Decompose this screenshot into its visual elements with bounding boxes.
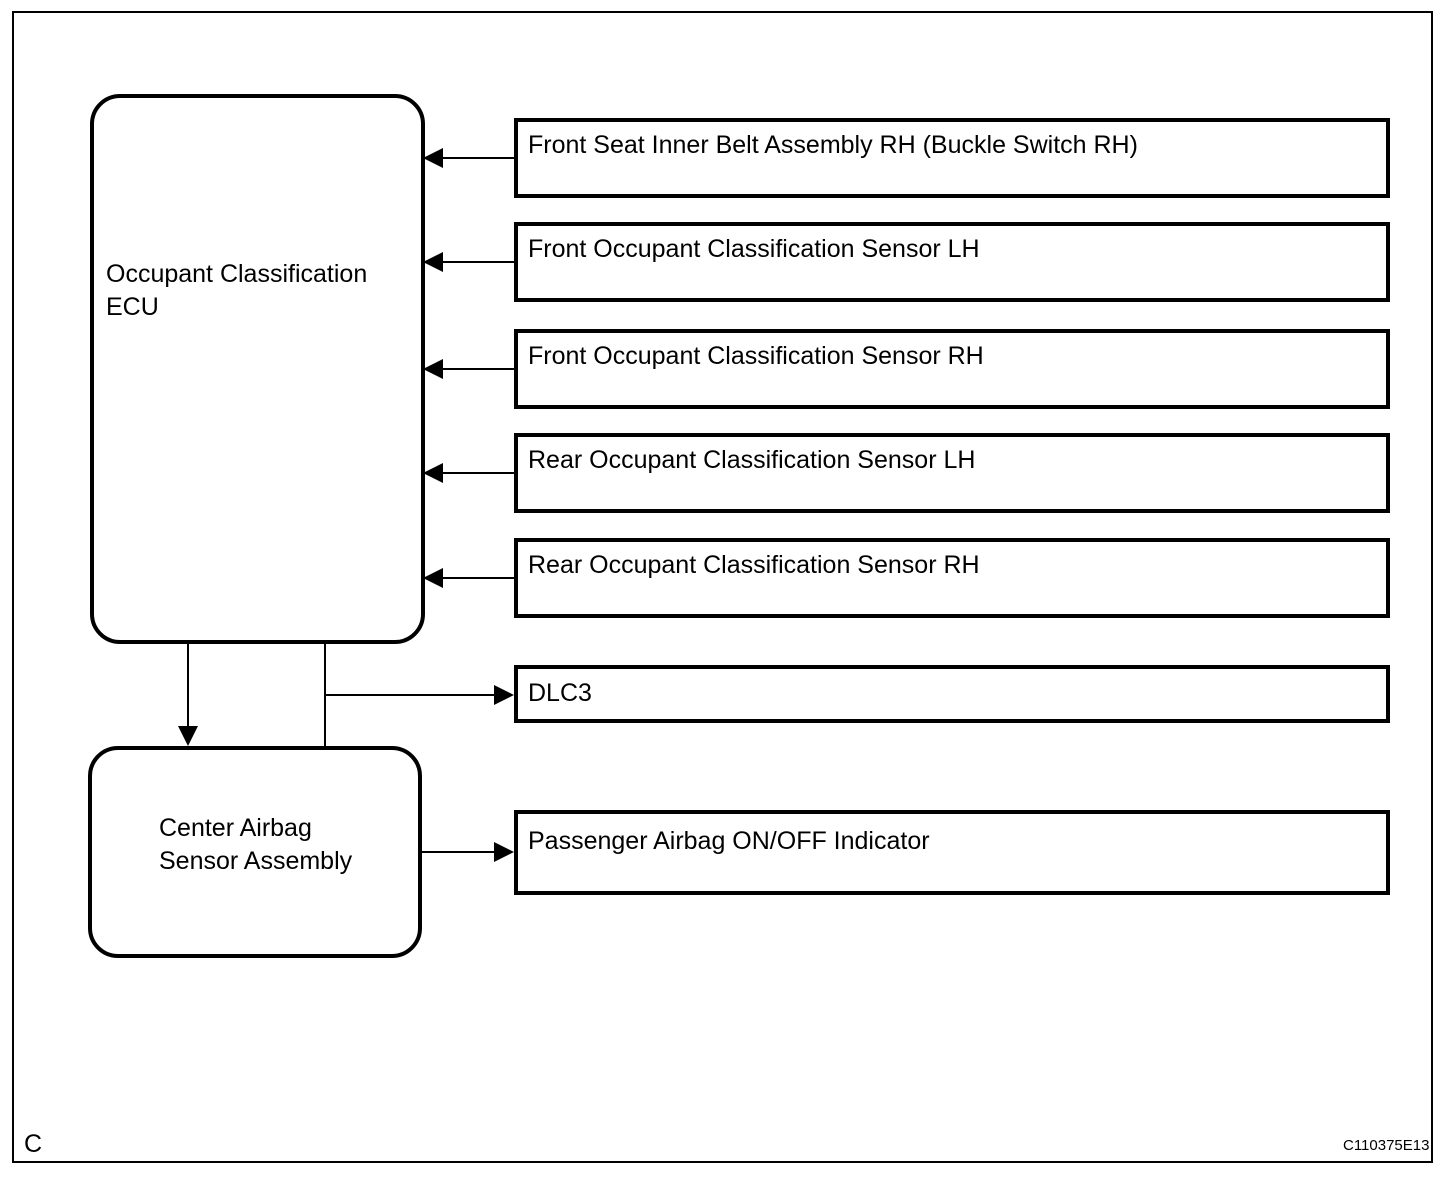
figure-code: C110375E13 [1343, 1137, 1430, 1154]
input-box-label: Front Occupant Classification Sensor LH [528, 235, 980, 263]
input-box-rear-occupant-sensor-lh: Rear Occupant Classification Sensor LH [514, 433, 1390, 513]
arrowhead-input-4 [423, 463, 443, 483]
connector-line-input-5 [443, 577, 516, 579]
center-airbag-sensor-assembly-label: Center Airbag Sensor Assembly [159, 814, 353, 875]
output-box-passenger-airbag-indicator: Passenger Airbag ON/OFF Indicator [514, 810, 1390, 895]
input-box-label: Front Seat Inner Belt Assembly RH (Buckl… [528, 131, 1138, 159]
connector-line-ecu-to-center-airbag [187, 644, 189, 728]
page-marker: C [24, 1130, 43, 1158]
connector-line-to-dlc3 [325, 694, 495, 696]
arrowhead-input-1 [423, 148, 443, 168]
connector-line-input-1 [443, 157, 516, 159]
arrowhead-to-passenger-indicator [494, 842, 514, 862]
occupant-classification-ecu-node [90, 94, 425, 644]
connector-line-input-4 [443, 472, 516, 474]
output-box-label: DLC3 [528, 679, 592, 707]
center-airbag-sensor-assembly-node [88, 746, 422, 958]
arrowhead-to-dlc3 [494, 685, 514, 705]
arrowhead-ecu-to-center-airbag [178, 726, 198, 746]
output-box-label: Passenger Airbag ON/OFF Indicator [528, 827, 930, 855]
input-box-front-seat-inner-belt-rh: Front Seat Inner Belt Assembly RH (Buckl… [514, 118, 1390, 198]
connector-line-input-3 [443, 368, 516, 370]
occupant-classification-ecu-label: Occupant Classification ECU [106, 260, 368, 321]
input-box-label: Rear Occupant Classification Sensor LH [528, 446, 976, 474]
arrowhead-input-5 [423, 568, 443, 588]
input-box-front-occupant-sensor-rh: Front Occupant Classification Sensor RH [514, 329, 1390, 409]
input-box-rear-occupant-sensor-rh: Rear Occupant Classification Sensor RH [514, 538, 1390, 618]
input-box-label: Rear Occupant Classification Sensor RH [528, 551, 980, 579]
arrowhead-input-3 [423, 359, 443, 379]
input-box-front-occupant-sensor-lh: Front Occupant Classification Sensor LH [514, 222, 1390, 302]
connector-line-to-passenger-indicator [422, 851, 495, 853]
output-box-dlc3: DLC3 [514, 665, 1390, 723]
input-box-label: Front Occupant Classification Sensor RH [528, 342, 984, 370]
arrowhead-input-2 [423, 252, 443, 272]
connector-line-input-2 [443, 261, 516, 263]
